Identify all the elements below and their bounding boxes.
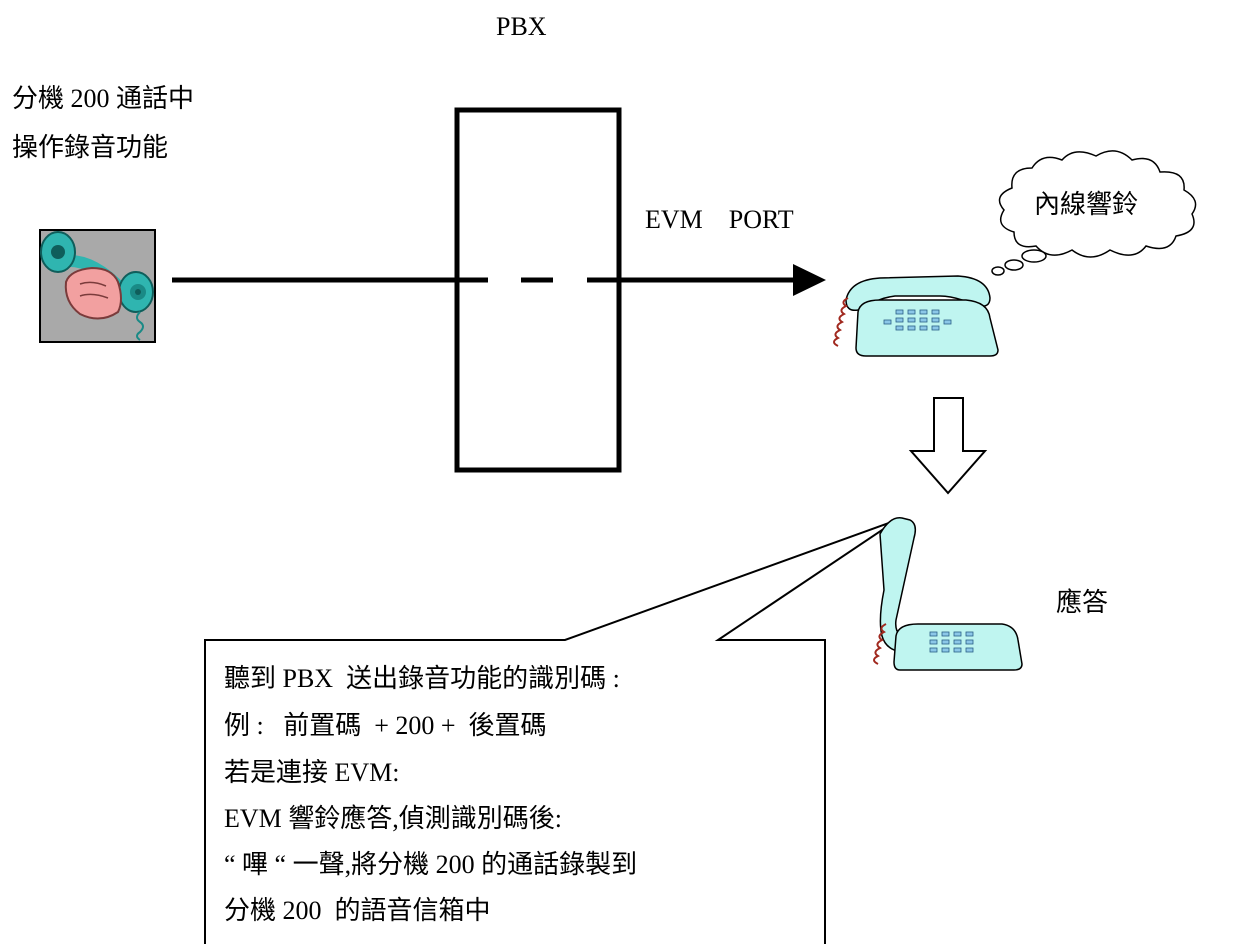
note-line-4: EVM 響鈴應答,偵測識別碼後: [224,804,563,833]
handset-in-hand-icon [39,229,156,343]
caller-status-label: 分機 200 通話中 [12,84,195,113]
thought-cloud-icon [991,150,1197,276]
evm-port-label: EVM PORT [645,205,794,234]
pbx-box [454,107,622,473]
caller-action-label: 操作錄音功能 [12,133,169,162]
down-arrow-icon [908,397,988,495]
note-line-5: “ 嗶 “ 一聲,將分機 200 的通話錄製到 [224,850,638,879]
note-text-block: 聽到 PBX 送出錄音功能的識別碼 : 例 : 前置碼 + 200 + 後置碼 … [210,644,820,944]
pbx-label: PBX [496,12,547,41]
evm-arrow-head [793,264,826,296]
desk-phone-off-hook-icon [873,517,1023,671]
desk-phone-icon [833,275,999,357]
note-line-1: 聽到 PBX 送出錄音功能的識別碼 : [224,664,620,693]
note-line-2: 例 : 前置碼 + 200 + 後置碼 [224,711,547,740]
ringing-bubble-text: 內線響鈴 [1034,190,1139,219]
answer-label: 應答 [1056,588,1109,617]
note-line-6: 分機 200 的語音信箱中 [224,896,491,925]
note-line-3: 若是連接 EVM: [224,758,400,787]
